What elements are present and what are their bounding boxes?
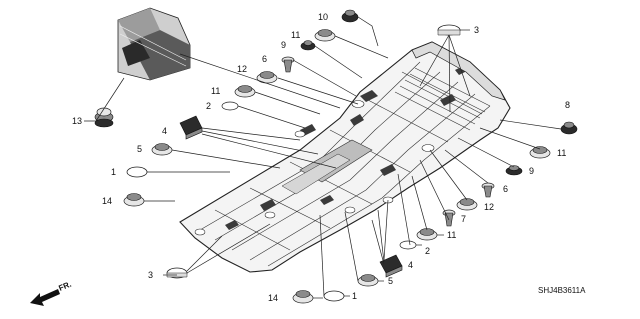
part-3b-plug	[437, 24, 461, 36]
callout-labels: 13 10 11 9 6 12 11 2 4 5 1 14 3 14 1 5 4…	[72, 12, 570, 303]
callout-1-bottom: 1	[352, 291, 357, 301]
part-11b-grommet	[234, 85, 256, 98]
callout-11-bottom: 11	[447, 230, 456, 240]
callout-9-top: 9	[281, 40, 286, 50]
callout-2-bottom: 2	[425, 246, 430, 256]
callout-3-top: 3	[474, 25, 479, 35]
front-direction-indicator: FR.	[30, 280, 73, 306]
callout-9-right: 9	[529, 166, 534, 176]
part-14b-plug	[292, 290, 314, 304]
diagram-code: SHJ4B3611A	[538, 286, 586, 295]
front-direction-label: FR.	[57, 280, 72, 293]
callout-5-left: 5	[137, 144, 142, 154]
part-6b-clip	[481, 182, 495, 198]
part-4a-block	[179, 115, 203, 140]
part-13-plug	[94, 107, 114, 128]
part-4b-block	[379, 254, 403, 278]
part-3a-plug	[166, 267, 188, 279]
callout-11-right: 11	[557, 148, 566, 158]
callout-3-bottom: 3	[148, 270, 153, 280]
callout-14-bottom: 14	[268, 293, 278, 303]
callout-12-top: 12	[237, 64, 247, 74]
part-2b-plug	[399, 240, 417, 250]
callout-4-top: 4	[162, 126, 167, 136]
callout-14-left: 14	[102, 196, 112, 206]
callout-6-right: 6	[503, 184, 508, 194]
underbody-floor	[179, 41, 511, 273]
front-arrow-icon	[30, 289, 60, 306]
callout-7: 7	[461, 214, 466, 224]
part-1a-plug	[126, 166, 148, 178]
callout-11-left: 11	[211, 86, 220, 96]
wheelhouse-inset	[117, 7, 191, 81]
part-14a-plug	[123, 193, 145, 207]
callout-12-right: 12	[484, 202, 494, 212]
callout-2-top: 2	[206, 101, 211, 111]
part-7-clip	[442, 209, 456, 227]
part-11a-grommet	[314, 29, 336, 42]
part-5a-plug	[151, 143, 173, 156]
part-5b-plug	[357, 274, 379, 287]
part-6a-clip	[281, 56, 295, 73]
callout-6-top: 6	[262, 54, 267, 64]
part-9a-clip	[300, 40, 316, 51]
part-12b-plug	[456, 198, 478, 211]
callout-10: 10	[318, 12, 328, 22]
part-8-grommet	[560, 121, 578, 135]
part-1b-plug	[323, 290, 345, 302]
callout-5-bottom: 5	[388, 276, 393, 286]
callout-13: 13	[72, 116, 82, 126]
callout-1-left: 1	[111, 167, 116, 177]
part-2a-plug	[221, 101, 239, 111]
part-11c-grommet	[416, 228, 438, 241]
part-11d-grommet	[529, 146, 551, 159]
callout-8: 8	[565, 100, 570, 110]
callout-11-top: 11	[291, 30, 300, 40]
leader-lines	[84, 16, 562, 299]
part-10-grommet	[341, 9, 359, 23]
callout-4-bottom: 4	[408, 260, 413, 270]
